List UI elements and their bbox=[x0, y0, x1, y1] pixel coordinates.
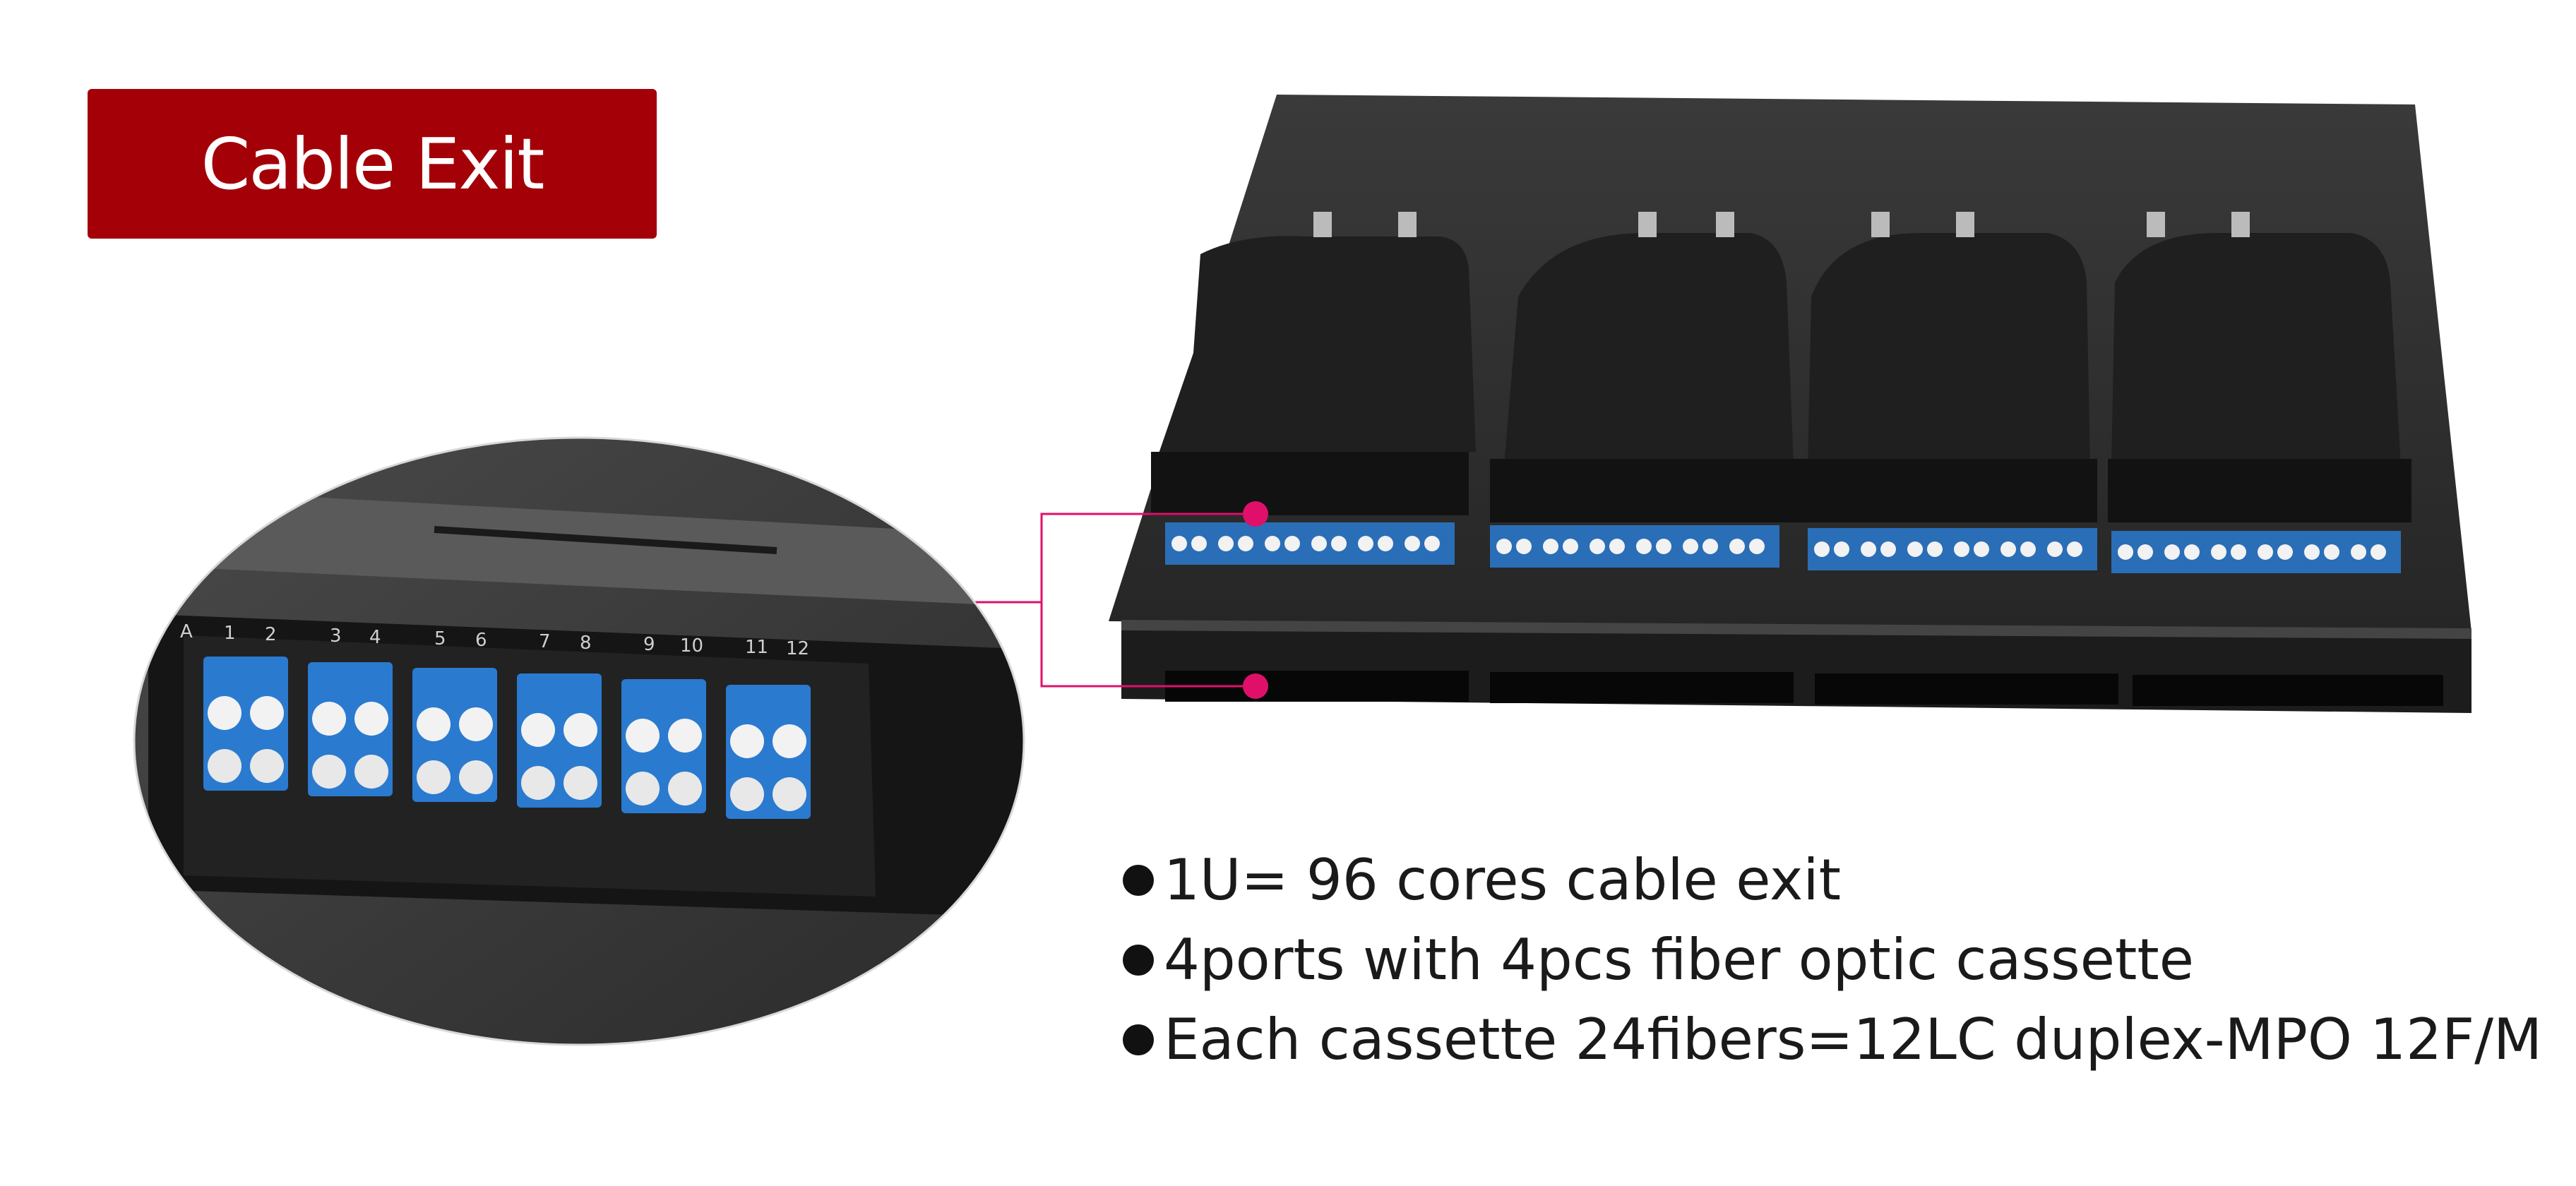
bullet-dot-icon bbox=[1123, 864, 1154, 896]
cassettes bbox=[1151, 212, 2411, 522]
title-banner: Cable Exit bbox=[88, 89, 657, 239]
port-label-7: 7 bbox=[539, 631, 551, 652]
feature-text: 1U= 96 cores cable exit bbox=[1164, 847, 1841, 913]
feature-item: 4ports with 4pcs fiber optic cassette bbox=[1123, 920, 2464, 1000]
zoom-port-labels: A 1 2 3 4 5 6 7 8 9 10 11 12 bbox=[180, 621, 886, 659]
bullet-dot-icon bbox=[1123, 944, 1154, 976]
port-label-4: 4 bbox=[369, 627, 381, 648]
port-label-5: 5 bbox=[434, 628, 446, 649]
port-label-8: 8 bbox=[580, 633, 592, 654]
port-label-2: 2 bbox=[265, 624, 277, 645]
lc-adapter-rows bbox=[1165, 522, 2401, 573]
bullet-dot-icon bbox=[1123, 1024, 1154, 1055]
port-label-1: 1 bbox=[224, 623, 236, 644]
feature-list: 1U= 96 cores cable exit 4ports with 4pcs… bbox=[1123, 840, 2542, 1079]
cable-exit-slots bbox=[1165, 671, 2443, 706]
zoom-inset bbox=[133, 436, 1025, 1046]
port-label-3: 3 bbox=[330, 625, 342, 647]
feature-text: 4ports with 4pcs fiber optic cassette bbox=[1164, 927, 2194, 993]
callout-lines bbox=[914, 513, 1253, 688]
port-label-10: 10 bbox=[680, 635, 704, 657]
feature-item: 1U= 96 cores cable exit bbox=[1123, 840, 2464, 920]
row-letter: A bbox=[180, 621, 193, 642]
callout-marker-bottom bbox=[1243, 673, 1268, 699]
page-title: Cable Exit bbox=[201, 122, 544, 205]
feature-text: Each cassette 24fibers=12LC duplex-MPO 1… bbox=[1164, 1007, 2543, 1072]
port-label-12: 12 bbox=[786, 638, 810, 659]
callout-marker-top bbox=[1243, 501, 1268, 527]
port-label-6: 6 bbox=[475, 630, 487, 651]
port-label-9: 9 bbox=[643, 634, 655, 655]
zoom-lc-adapters bbox=[203, 657, 811, 819]
feature-item: Each cassette 24fibers=12LC duplex-MPO 1… bbox=[1123, 1000, 2542, 1079]
port-label-11: 11 bbox=[745, 637, 769, 658]
